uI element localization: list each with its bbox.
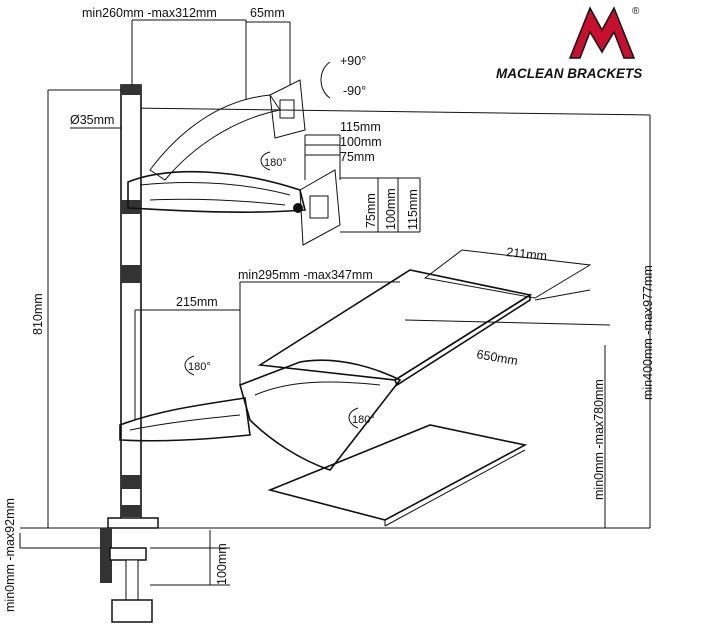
vesa-lines [304, 134, 421, 233]
arm-depth-top-label: 65mm [250, 6, 285, 20]
tilt-down-label: -90° [343, 84, 366, 98]
dimension-guides [19, 19, 606, 585]
labels: min260mm -max312mm 65mm Ø35mm +90° -90° … [3, 6, 655, 612]
rotate-keyboard-icon [184, 355, 195, 376]
brand-logo: ® MACLEAN BRACKETS [496, 6, 642, 81]
vesa-h-115-label: 115mm [406, 189, 420, 230]
total-height-label: min400mm -max977mm [641, 265, 655, 400]
keyboard-tray [257, 249, 611, 387]
registered-mark: ® [632, 6, 640, 17]
vesa-h-100-label: 100mm [384, 188, 398, 230]
clamp-depth-label: 100mm [215, 543, 229, 585]
keyboard-height-label: min0mm -max780mm [592, 379, 606, 500]
pole-diameter-label: Ø35mm [70, 113, 114, 127]
vesa-w-75-label: 75mm [340, 150, 375, 164]
desk-clamp-range-label: min0mm -max92mm [3, 498, 17, 612]
monitor-arm [127, 79, 341, 246]
lower-tray [267, 424, 528, 527]
pole [120, 84, 142, 526]
brand-name: MACLEAN BRACKETS [496, 66, 642, 81]
vesa-h-75-label: 75mm [364, 193, 378, 228]
keyboard-width-label: 650mm [475, 347, 518, 368]
keyboard-reach-label: min295mm -max347mm [238, 268, 373, 282]
rotate-keyboard-label: 180° [188, 361, 211, 373]
keyboard-depth-label: 211mm [506, 245, 548, 263]
rotation-arrows [184, 61, 359, 429]
desk-clamp [100, 517, 159, 623]
rotate-monitor-icon [260, 151, 271, 171]
desk-outline [20, 89, 651, 586]
vesa-w-100-label: 100mm [340, 135, 382, 149]
rotate-tray-icon [348, 407, 359, 429]
keyboard-offset-label: 215mm [176, 295, 218, 309]
tilt-arrow-icon [320, 61, 331, 99]
arm-reach-top-label: min260mm -max312mm [82, 6, 217, 20]
rotate-tray-label: 180° [352, 414, 375, 426]
logo-m-icon [568, 6, 636, 59]
rotate-monitor-label: 180° [264, 157, 287, 169]
pole-height-label: 810mm [31, 293, 45, 335]
vesa-w-115-label: 115mm [340, 120, 381, 134]
tilt-up-label: +90° [340, 54, 366, 68]
keyboard-arm [119, 359, 402, 471]
